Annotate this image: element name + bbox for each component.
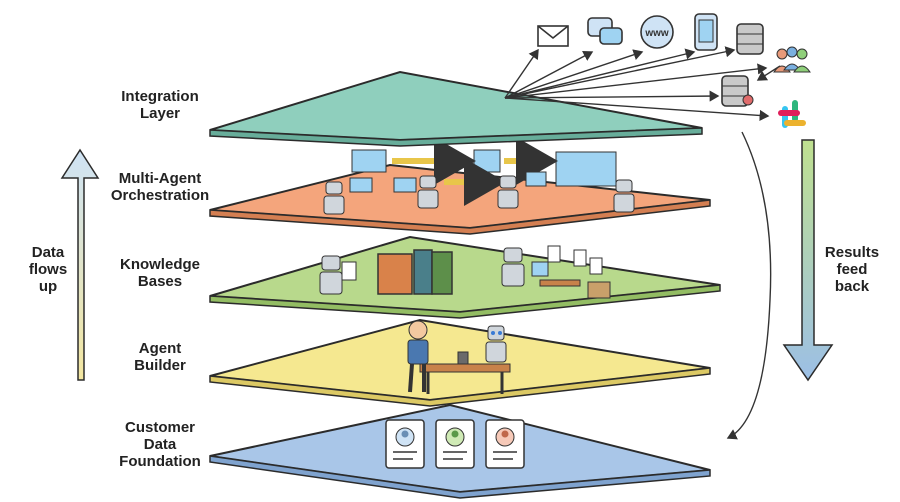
users-icon xyxy=(773,46,811,73)
layer-foundation xyxy=(209,403,711,499)
books-illustration xyxy=(377,249,453,295)
profile-card xyxy=(435,419,475,469)
layer-label-builder: Agent Builder xyxy=(134,340,186,374)
profile-card xyxy=(385,419,425,469)
integration-fan-arrows xyxy=(504,46,781,122)
robot-desk xyxy=(501,245,611,299)
mail-icon xyxy=(537,25,569,47)
profile-card xyxy=(485,419,525,469)
network-illustration xyxy=(323,137,635,215)
slack-icon xyxy=(778,100,806,128)
layer-builder xyxy=(209,318,711,407)
layer-label-knowledge: Knowledge Bases xyxy=(119,256,200,290)
layer-knowledge xyxy=(209,235,721,319)
layer-label-integration: Integration Layer xyxy=(121,88,199,122)
database-user-icon xyxy=(721,75,754,107)
layer-label-foundation: Customer Data Foundation xyxy=(119,419,201,470)
database-icon xyxy=(736,23,764,55)
chat-icon xyxy=(587,17,623,45)
results-feed-back-arrow xyxy=(782,139,834,382)
layer-integration-edge xyxy=(209,127,703,147)
phone-icon xyxy=(694,13,718,51)
feedback-loop-curve xyxy=(726,131,772,440)
data-flows-up-label: Data flows up xyxy=(28,244,68,295)
www-icon-text: www xyxy=(644,28,669,39)
layer-integration xyxy=(209,46,781,147)
layer-builder-edge xyxy=(209,367,711,407)
layer-knowledge-edge xyxy=(209,284,721,319)
www-icon: www xyxy=(640,15,674,49)
layer-foundation-edge xyxy=(209,455,711,499)
layer-label-orchestration: Multi-Agent Orchestration xyxy=(110,170,210,204)
layer-orchestration xyxy=(209,137,711,235)
robot-reading xyxy=(319,255,357,295)
workbench-illustration xyxy=(407,320,511,394)
layer-orchestration-edge xyxy=(209,199,711,235)
data-flows-up-arrow xyxy=(60,148,100,381)
results-feed-back-label: Results feed back xyxy=(824,244,880,295)
